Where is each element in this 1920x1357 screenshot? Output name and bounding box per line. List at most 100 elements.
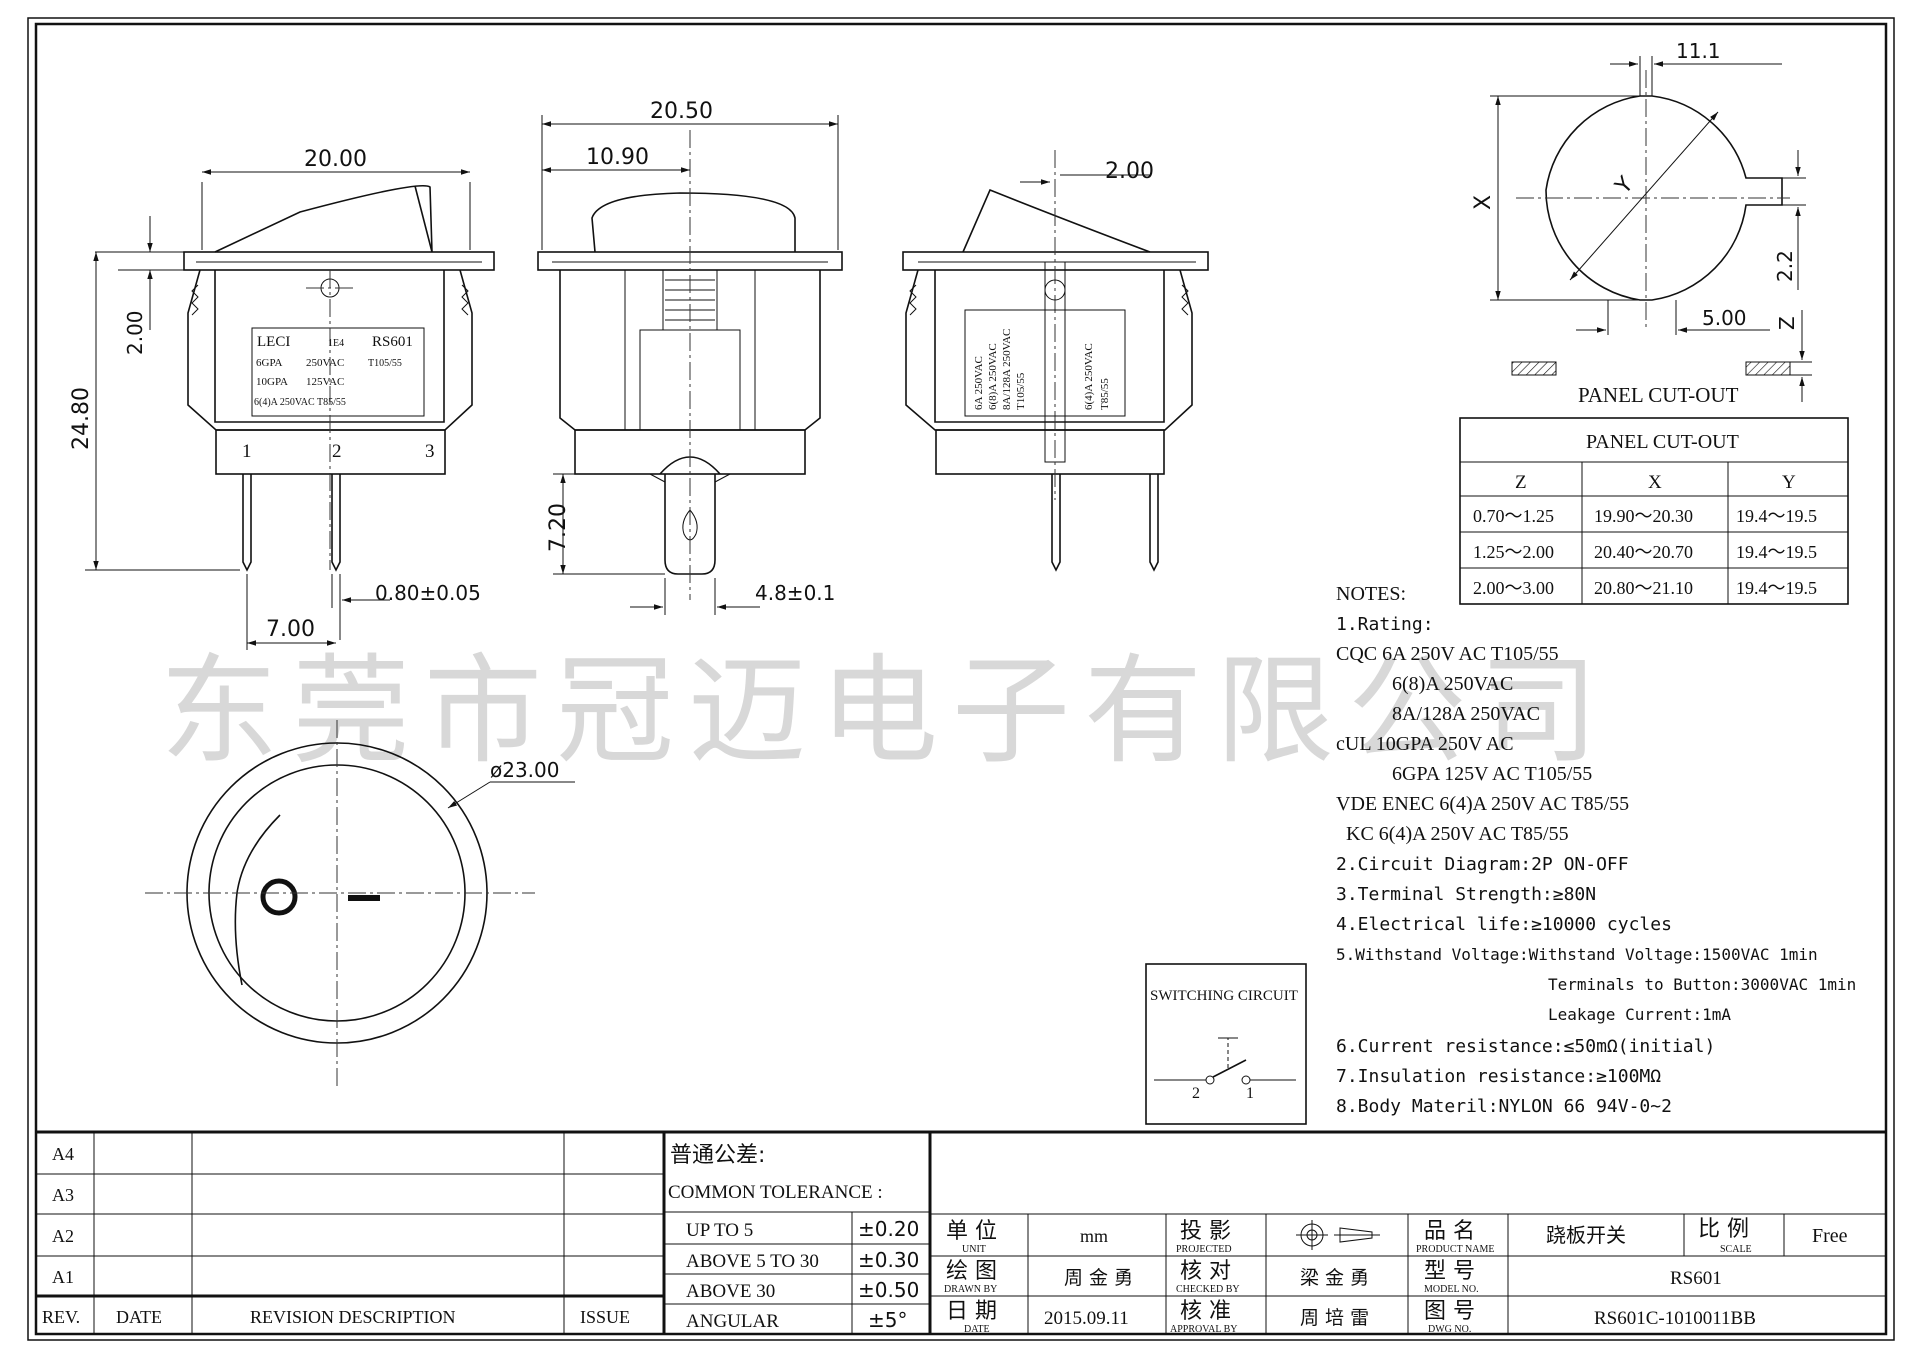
rev-header-issue: ISSUE: [580, 1307, 630, 1327]
dim-pin-thickness: 0.80±0.05: [375, 581, 481, 605]
unit-value: mm: [1080, 1226, 1108, 1246]
checked-en: CHECKED BY: [1176, 1284, 1240, 1295]
dim-front-width: 20.00: [304, 147, 367, 172]
dim-cut-key-width: 5.00: [1702, 306, 1747, 330]
tolerance-value: ±0.30: [858, 1248, 919, 1272]
title-block: A4 A3 A2 A1 REV. DATE REVISION DESCRIPTI…: [36, 1130, 1886, 1335]
note-line: 7.Insulation resistance:≥100MΩ: [1336, 1066, 1661, 1087]
dim-side-thickness: 2.00: [1105, 159, 1154, 184]
side-view: 20.50 10.90 7.20 4.8±0.1: [537, 99, 843, 615]
date-en: DATE: [964, 1324, 990, 1335]
drawn-value: 周 金 勇: [1064, 1267, 1133, 1289]
model-cn: 型 号: [1424, 1259, 1475, 1284]
projected-en: PROJECTED: [1176, 1244, 1232, 1255]
circuit-pin-1: 1: [1246, 1085, 1254, 1102]
product-name-value: 跷板开关: [1546, 1223, 1626, 1247]
note-line: VDE ENEC 6(4)A 250V AC T85/55: [1336, 793, 1629, 815]
dwg-cn: 图 号: [1424, 1299, 1475, 1324]
dwg-en: DWG NO.: [1428, 1324, 1471, 1335]
cutout-cell: 0.70～1.25: [1473, 506, 1554, 526]
right-side-view: 6A 250VAC 6(8)A 250VAC 8A/128A 250VAC T1…: [902, 150, 1209, 572]
cutout-header-z: Z: [1515, 472, 1527, 493]
unit-cn: 单 位: [946, 1219, 997, 1244]
tolerance-value: ±0.20: [858, 1217, 919, 1241]
rev-header-rev: REV.: [42, 1307, 80, 1327]
note-line: 2.Circuit Diagram:2P ON-OFF: [1336, 854, 1629, 875]
label-rating1-t: T105/55: [368, 358, 402, 369]
dim-diameter: ø23.00: [490, 758, 560, 782]
cutout-cell: 20.80～21.10: [1594, 578, 1693, 598]
note-line: CQC 6A 250V AC T105/55: [1336, 643, 1559, 665]
cutout-cell: 1.25～2.00: [1473, 542, 1554, 562]
pin-3-label: 3: [425, 441, 435, 462]
note-line: 4.Electrical life:≥10000 cycles: [1336, 914, 1672, 935]
label-rating2-v: 125VAC: [306, 376, 344, 388]
date-value: 2015.09.11: [1044, 1308, 1129, 1329]
rev-row-label: A2: [52, 1226, 74, 1246]
label-rating2: 10GPA: [256, 376, 288, 388]
product-name-en: PRODUCT NAME: [1416, 1244, 1494, 1255]
cutout-table-title: PANEL CUT-OUT: [1586, 431, 1739, 453]
panel-cutout-table: PANEL CUT-OUT Z X Y 0.70～1.25 19.90～20.3…: [1459, 417, 1849, 605]
tolerance-range: ABOVE 30: [686, 1281, 775, 1302]
drawn-en: DRAWN BY: [944, 1284, 997, 1295]
side-label-5: 6(4)A 250VAC: [1083, 343, 1095, 410]
side-label-6: T85/55: [1099, 378, 1111, 410]
notes-block: NOTES: 1.Rating: CQC 6A 250V AC T105/55 …: [1336, 583, 1856, 1117]
approval-cn: 核 准: [1180, 1299, 1231, 1324]
tolerance-range: ANGULAR: [686, 1311, 779, 1332]
cutout-cell: 2.00～3.00: [1473, 578, 1554, 598]
cutout-cell: 19.4～19.5: [1736, 542, 1817, 562]
side-label-3: 8A/128A 250VAC: [1001, 329, 1013, 410]
projection-symbol: [1296, 1220, 1380, 1250]
rev-row-label: A3: [52, 1185, 74, 1205]
model-value: RS601: [1670, 1268, 1722, 1289]
date-cn: 日 期: [946, 1299, 997, 1324]
panel-cutout-drawing: Y 11.1 X 2.2 5.00 Z PANEL CUT-OUT: [1471, 39, 1812, 407]
note-line: 6.Current resistance:≤50mΩ(initial): [1336, 1036, 1715, 1057]
dim-cut-key: 2.2: [1773, 250, 1797, 282]
product-name-cn: 品 名: [1424, 1219, 1475, 1244]
note-line: 6(8)A 250VAC: [1392, 673, 1513, 695]
cutout-header-y: Y: [1782, 472, 1796, 493]
panel-cutout-caption: PANEL CUT-OUT: [1578, 383, 1739, 407]
tolerance-value: ±5°: [868, 1308, 907, 1332]
tolerance-range: UP TO 5: [686, 1220, 753, 1241]
dim-pin-pitch: 7.00: [266, 617, 315, 642]
rev-row-label: A1: [52, 1267, 74, 1287]
model-en: MODEL NO.: [1424, 1284, 1479, 1295]
scale-value: Free: [1812, 1225, 1848, 1247]
label-rating3: 6(4)A 250VAC T85/55: [254, 397, 346, 408]
cutout-cell: 19.4～19.5: [1736, 506, 1817, 526]
approval-value: 周 培 雷: [1300, 1307, 1369, 1329]
dim-half-width: 10.90: [586, 145, 649, 170]
dim-height: 24.80: [69, 387, 94, 450]
rev-header-date: DATE: [116, 1307, 162, 1327]
note-line: 5.Withstand Voltage:Withstand Voltage:15…: [1336, 945, 1818, 964]
note-line: Leakage Current:1mA: [1548, 1005, 1731, 1024]
dim-terminal-length: 7.20: [546, 503, 571, 552]
label-brand: LECI: [257, 334, 290, 350]
note-line: 3.Terminal Strength:≥80N: [1336, 884, 1596, 905]
switching-circuit-title: SWITCHING CIRCUIT: [1150, 988, 1298, 1004]
dim-flange: 2.00: [123, 310, 147, 355]
pin-1-label: 1: [242, 441, 252, 462]
unit-en: UNIT: [962, 1244, 986, 1255]
dim-cut-z: Z: [1775, 316, 1799, 330]
note-line: 6GPA 125V AC T105/55: [1392, 763, 1592, 785]
note-line: Terminals to Button:3000VAC 1min: [1548, 975, 1856, 994]
projected-cn: 投 影: [1180, 1219, 1231, 1244]
notes-title: NOTES:: [1336, 583, 1406, 605]
dim-terminal-width: 4.8±0.1: [755, 581, 835, 605]
cutout-cell: 20.40～20.70: [1594, 542, 1693, 562]
pin-2-label: 2: [332, 441, 342, 462]
side-label-4: T105/55: [1015, 372, 1027, 410]
checked-value: 梁 金 勇: [1300, 1267, 1369, 1289]
dim-cut-x: X: [1471, 195, 1496, 210]
scale-cn: 比 例: [1698, 1217, 1749, 1242]
checked-cn: 核 对: [1180, 1259, 1231, 1284]
cutout-cell: 19.4～19.5: [1736, 578, 1817, 598]
circuit-pin-2: 2: [1192, 1085, 1200, 1102]
label-model: RS601: [372, 334, 413, 350]
